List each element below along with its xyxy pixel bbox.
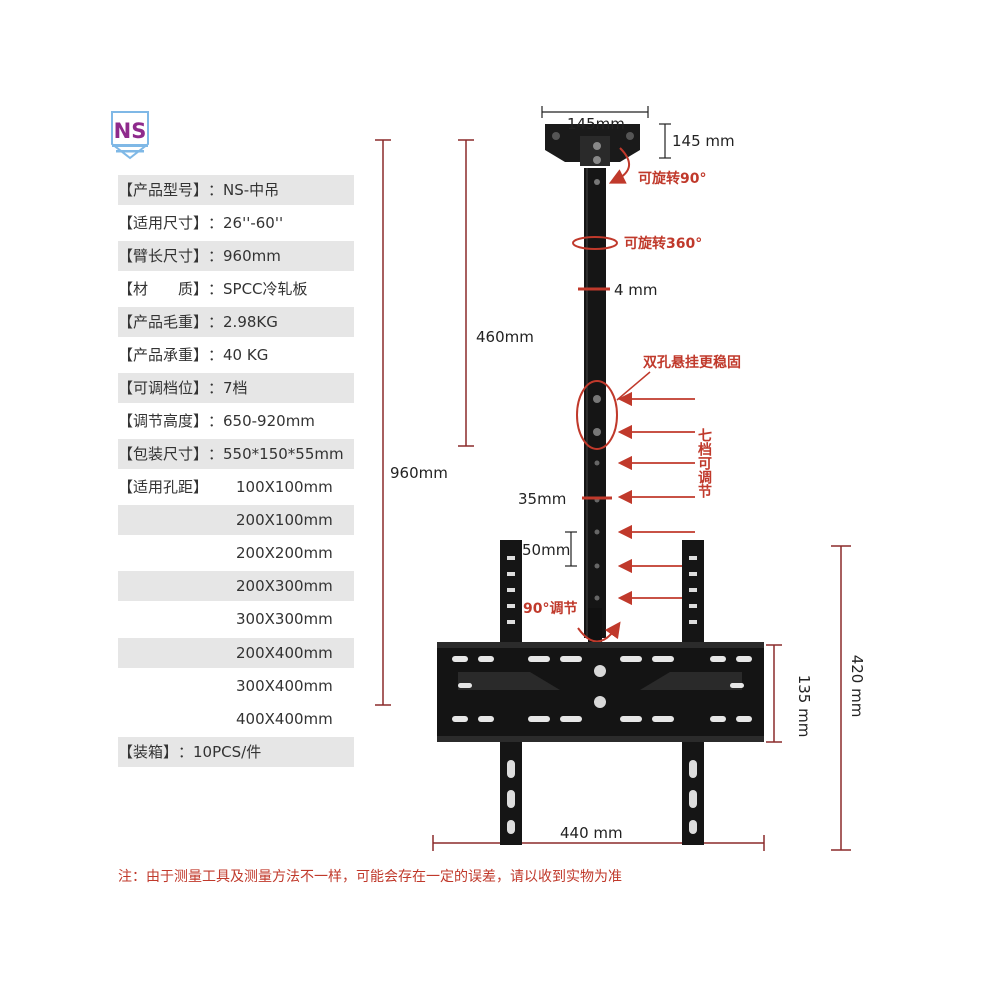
rotation-marker-360 [572,236,618,250]
hole-spacing-value: 200X400mm [236,644,333,662]
dimension-line-total-height [831,545,851,851]
vertical-pole [584,168,606,643]
hole-spacing-label: 【适用孔距】 [118,478,209,496]
spec-value: ：650-920mm [208,412,315,430]
double-hole-label: 双孔悬挂更稳固 [643,354,741,371]
dimension-line-top-plate-width [541,106,649,118]
spec-label: 【装箱】 [118,743,179,761]
brand-logo: NS [111,111,149,160]
spec-row-model: 【产品型号】：NS-中吊 [118,175,354,205]
spec-label: 【产品毛重】 [118,313,209,331]
spec-value: ：NS-中吊 [208,181,280,199]
total-height-label: 420 mm [848,655,866,718]
spec-value: ：40 KG [208,346,269,364]
hole-spacing-value: 200X300mm [236,577,333,595]
spec-row-size: 【适用尺寸】：26''-60'' [118,208,354,238]
spec-row-arm-length: 【臂长尺寸】：960mm [118,241,354,271]
seven-levels-label: 七档可调节 [696,428,712,499]
spec-row-gross-weight: 【产品毛重】：2.98KG [118,307,354,337]
spec-value: ：2.98KG [208,313,278,331]
rotation-marker-90 [608,147,630,184]
spec-value: ：960mm [208,247,281,265]
upper-length-label: 460mm [476,328,534,346]
spec-row-levels: 【可调档位】：7档 [118,373,354,403]
tilt-marker [577,621,621,643]
svg-text:NS: NS [114,119,147,143]
bracket-width-label: 440 mm [560,824,623,842]
spec-label: 【产品型号】 [118,181,209,199]
total-length-label: 960mm [390,464,448,482]
spec-row-load: 【产品承重】：40 KG [118,340,354,370]
dimension-line-bracket-height [766,644,782,743]
vertical-rail-left [500,540,522,845]
hole-spacing-row: 200X100mm [118,505,354,535]
hole-spacing-row: 300X400mm [118,671,354,701]
mount-plate [437,642,764,742]
spec-label: 【适用尺寸】 [118,214,209,232]
spec-value: ：SPCC冷轧板 [208,280,308,298]
step-label: 50mm [522,541,570,559]
hole-spacing-row: 【适用孔距】 100X100mm [118,472,354,502]
spec-row-height-range: 【调节高度】：650-920mm [118,406,354,436]
hole-spacing-value: 200X100mm [236,511,333,529]
spec-value: ：26''-60'' [208,214,284,232]
bracket-height-label: 135 mm [795,675,813,738]
pipe-thickness-label: 4 mm [614,281,658,299]
dimension-line-top-plate-height [659,123,671,159]
dimension-line-upper-length [458,139,474,447]
ceiling-plate [545,124,640,166]
spec-value: ：550*150*55mm [208,445,344,463]
disclaimer-note: 注：由于测量工具及测量方法不一样，可能会存在一定的误差，请以收到实物为准 [118,869,622,885]
hole-gap-label: 35mm [518,490,566,508]
rotate-360-label: 可旋转360° [624,235,702,252]
spec-label: 【材 质】 [118,280,209,298]
spec-value: ：7档 [208,379,248,397]
top-plate-height-label: 145 mm [672,132,735,150]
dimension-line-step [565,531,577,567]
spec-label: 【臂长尺寸】 [118,247,209,265]
hole-spacing-row: 200X400mm [118,638,354,668]
spec-row-package: 【包装尺寸】：550*150*55mm [118,439,354,469]
spec-row-material: 【材 质】：SPCC冷轧板 [118,274,354,304]
dimension-line-bracket-width [432,835,765,851]
spec-label: 【调节高度】 [118,412,209,430]
spec-value: ：10PCS/件 [178,743,262,761]
dimension-line-total-length [375,139,391,706]
hole-spacing-row: 200X200mm [118,538,354,568]
hole-spacing-row: 300X300mm [118,604,354,634]
rotate-90-label: 可旋转90° [638,170,706,187]
tilt-label: 90°调节 [523,600,577,617]
spec-label: 【包装尺寸】 [118,445,209,463]
hole-spacing-row: 200X300mm [118,571,354,601]
hole-spacing-row: 400X400mm [118,704,354,734]
top-plate-width-label: 145mm [567,115,625,133]
spec-label: 【产品承重】 [118,346,209,364]
hole-spacing-value: 300X300mm [236,610,333,628]
spec-row-packing: 【装箱】：10PCS/件 [118,737,354,767]
adjust-arrows [617,391,695,606]
hole-spacing-value: 100X100mm [236,478,333,496]
hole-spacing-value: 300X400mm [236,677,333,695]
hole-spacing-value: 200X200mm [236,544,333,562]
hole-spacing-value: 400X400mm [236,710,333,728]
spec-label: 【可调档位】 [118,379,209,397]
